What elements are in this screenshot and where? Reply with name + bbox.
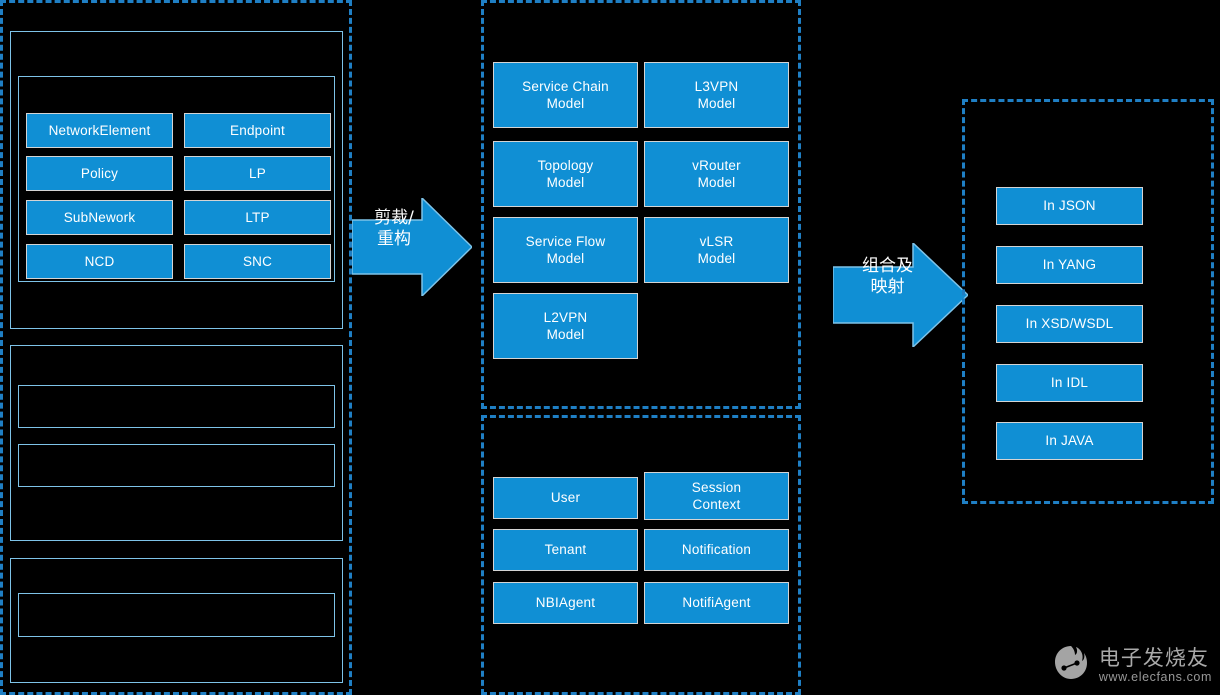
tile-session-context[interactable]: Session Context xyxy=(644,472,789,520)
tile-lp[interactable]: LP xyxy=(184,156,331,191)
tile-in-java[interactable]: In JAVA xyxy=(996,422,1143,460)
left-section-1-outer xyxy=(10,31,343,329)
tile-networkelement[interactable]: NetworkElement xyxy=(26,113,173,148)
watermark-url: www.elecfans.com xyxy=(1098,669,1212,684)
left-section-1-inner xyxy=(18,76,335,282)
tile-topology-model[interactable]: Topology Model xyxy=(493,141,638,207)
tile-l3vpn-model[interactable]: L3VPN Model xyxy=(644,62,789,128)
tile-notifiagent[interactable]: NotifiAgent xyxy=(644,582,789,624)
tile-l2vpn-model[interactable]: L2VPN Model xyxy=(493,293,638,359)
tile-subnework[interactable]: SubNework xyxy=(26,200,173,235)
middle-lower-group xyxy=(481,415,801,695)
tile-policy[interactable]: Policy xyxy=(26,156,173,191)
left-section-3-outer xyxy=(10,558,343,683)
left-section-2-row-1 xyxy=(18,385,335,428)
tile-vrouter-model[interactable]: vRouter Model xyxy=(644,141,789,207)
tile-service-chain-model[interactable]: Service Chain Model xyxy=(493,62,638,128)
tile-user[interactable]: User xyxy=(493,477,638,519)
arrow-compose-map xyxy=(833,243,968,347)
tile-in-xsd-wsdl[interactable]: In XSD/WSDL xyxy=(996,305,1143,343)
tile-service-flow-model[interactable]: Service Flow Model xyxy=(493,217,638,283)
tile-ltp[interactable]: LTP xyxy=(184,200,331,235)
middle-upper-group xyxy=(481,0,801,409)
tile-snc[interactable]: SNC xyxy=(184,244,331,279)
tile-in-idl[interactable]: In IDL xyxy=(996,364,1143,402)
tile-notification[interactable]: Notification xyxy=(644,529,789,571)
tile-endpoint[interactable]: Endpoint xyxy=(184,113,331,148)
watermark-brand: 电子发烧友 xyxy=(1098,645,1209,670)
tile-in-yang[interactable]: In YANG xyxy=(996,246,1143,284)
arrow-crop-rebuild xyxy=(352,198,472,296)
tile-ncd[interactable]: NCD xyxy=(26,244,173,279)
left-section-2-outer xyxy=(10,345,343,541)
tile-in-json[interactable]: In JSON xyxy=(996,187,1143,225)
left-column-group xyxy=(0,0,352,695)
tile-vlsr-model[interactable]: vLSR Model xyxy=(644,217,789,283)
tile-tenant[interactable]: Tenant xyxy=(493,529,638,571)
tile-nbiagent[interactable]: NBIAgent xyxy=(493,582,638,624)
watermark: 电子发烧友 www.elecfans.com xyxy=(1050,642,1212,689)
elecfans-logo-icon xyxy=(1050,642,1092,689)
left-section-2-row-2 xyxy=(18,444,335,487)
left-section-3-row-1 xyxy=(18,593,335,637)
right-column-group xyxy=(962,99,1214,504)
